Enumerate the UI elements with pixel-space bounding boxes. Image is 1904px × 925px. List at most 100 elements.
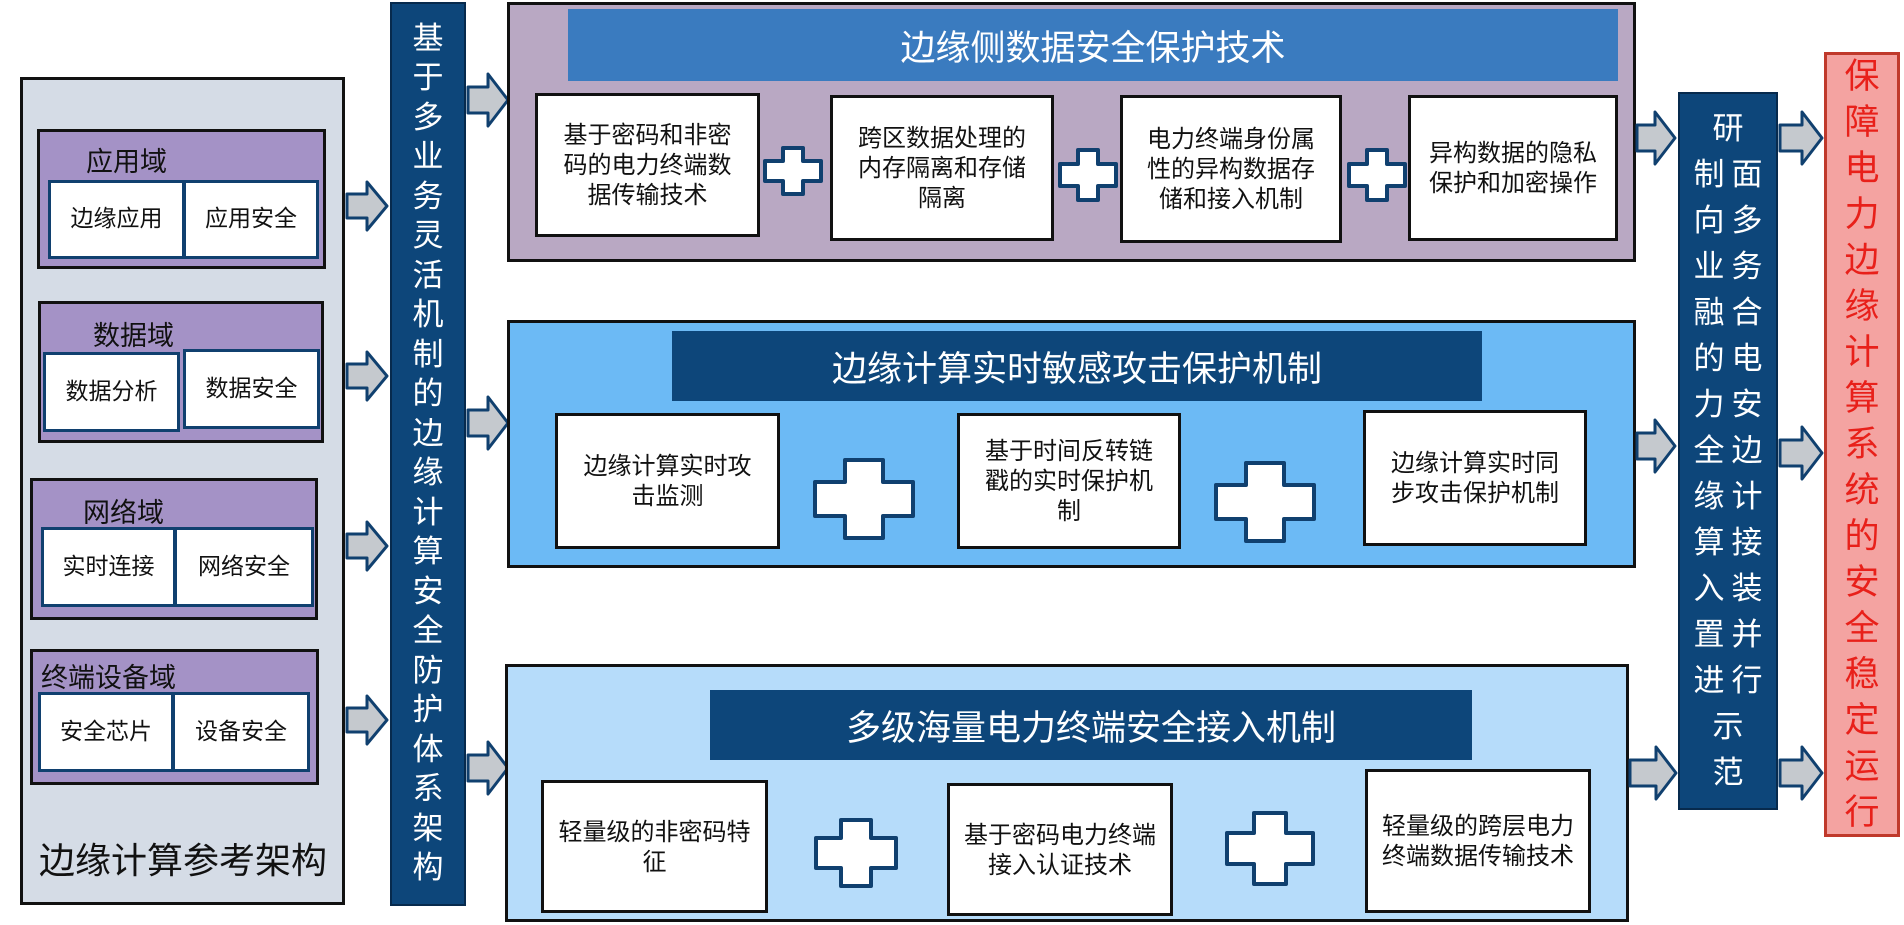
section-title: 多级海量电力终端安全接入机制 bbox=[710, 690, 1472, 760]
domain-item: 边缘应用 bbox=[48, 180, 185, 259]
column-char: 系 bbox=[412, 771, 444, 807]
section-item: 基于时间反转链戳的实时保护机制 bbox=[957, 413, 1181, 549]
column-char: 架 bbox=[412, 810, 444, 847]
domain-title: 终端设备域 bbox=[41, 663, 176, 694]
plus-icon bbox=[763, 146, 823, 196]
column-char: 算 bbox=[1844, 378, 1880, 419]
arrow-right-icon bbox=[466, 72, 510, 128]
arrow-right-icon bbox=[1635, 418, 1677, 474]
edge-reference-architecture-panel: 应用域 边缘应用 应用安全 数据域 数据分析 数据安全 网络域 实时连接 网络安… bbox=[20, 77, 345, 905]
column-char: 体 bbox=[412, 731, 444, 768]
column-char: 制 bbox=[412, 336, 444, 373]
arrow-right-icon bbox=[345, 180, 389, 232]
column-char: 业 bbox=[1693, 249, 1725, 285]
column-char: 护 bbox=[412, 692, 444, 728]
column-char: 全 bbox=[1844, 608, 1880, 649]
column-char: 防 bbox=[412, 652, 444, 689]
column-char: 范 bbox=[1712, 755, 1744, 791]
domain-network: 网络域 实时连接 网络安全 bbox=[30, 478, 318, 620]
column-char: 进 bbox=[1693, 663, 1725, 699]
column-char: 缘 bbox=[412, 455, 444, 491]
column-char: 基 bbox=[412, 20, 444, 57]
architecture-label: 边缘计算参考架构 bbox=[38, 841, 327, 882]
column-char: 向 bbox=[1693, 203, 1725, 239]
column-char: 力 bbox=[1844, 194, 1880, 235]
column-char: 边 bbox=[1731, 433, 1763, 469]
column-char: 多 bbox=[412, 99, 444, 136]
plus-icon bbox=[813, 458, 915, 540]
column-char: 安 bbox=[412, 573, 444, 610]
arrow-right-icon bbox=[1628, 745, 1678, 801]
column-char: 边 bbox=[412, 415, 444, 452]
arrow-right-icon bbox=[1778, 745, 1824, 801]
section-item: 电力终端身份属性的异构数据存储和接入机制 bbox=[1120, 95, 1342, 243]
plus-icon bbox=[1225, 811, 1315, 886]
column-char: 行 bbox=[1844, 792, 1880, 833]
column-char: 构 bbox=[412, 850, 444, 886]
section-title: 边缘计算实时敏感攻击保护机制 bbox=[672, 331, 1482, 401]
plus-icon bbox=[1058, 148, 1118, 202]
section-terminal-access: 多级海量电力终端安全接入机制 轻量级的非密码特征 基于密码电力终端接入认证技术 … bbox=[505, 664, 1629, 922]
column-char: 置 bbox=[1693, 617, 1725, 653]
column-char: 活 bbox=[412, 257, 444, 294]
column-char: 全 bbox=[1693, 433, 1725, 469]
section-item: 边缘计算实时同步攻击保护机制 bbox=[1363, 410, 1587, 546]
column-char: 务 bbox=[1731, 249, 1763, 285]
column-char: 系 bbox=[1844, 424, 1880, 465]
domain-item: 安全芯片 bbox=[38, 692, 174, 772]
column-char: 务 bbox=[412, 178, 444, 215]
column-char: 的 bbox=[1844, 516, 1880, 557]
column-char: 计 bbox=[1731, 479, 1763, 515]
column-char: 力 bbox=[1693, 387, 1725, 423]
column-char: 运 bbox=[1844, 746, 1880, 787]
column-char: 业 bbox=[412, 139, 444, 175]
arrow-right-icon bbox=[1778, 110, 1824, 166]
column-char: 合 bbox=[1731, 295, 1763, 331]
section-item: 基于密码和非密码的电力终端数据传输技术 bbox=[535, 93, 760, 237]
section-item: 轻量级的非密码特征 bbox=[541, 780, 768, 913]
column-char: 灵 bbox=[412, 218, 444, 254]
column-char: 示 bbox=[1712, 709, 1744, 745]
column-char: 的 bbox=[1693, 341, 1725, 377]
domain-item: 网络安全 bbox=[174, 527, 314, 607]
framework-column-text: 基于多业务灵活机制的边缘计算安全防护体系架构 bbox=[413, 20, 444, 889]
column-char: 计 bbox=[1844, 332, 1880, 373]
column-char: 安 bbox=[1731, 387, 1763, 423]
column-char: 制 bbox=[1693, 157, 1725, 193]
goal-column: 保障电力边缘计算系统的安全稳定运行 bbox=[1824, 52, 1900, 837]
column-char: 机 bbox=[412, 297, 444, 333]
column-char: 缘 bbox=[1844, 286, 1880, 327]
column-char: 安 bbox=[1844, 562, 1880, 603]
column-char: 并 bbox=[1731, 617, 1763, 653]
section-item: 异构数据的隐私保护和加密操作 bbox=[1408, 95, 1618, 241]
arrow-right-icon bbox=[345, 694, 389, 746]
column-char: 算 bbox=[1693, 525, 1725, 561]
column-char: 的 bbox=[412, 376, 444, 412]
domain-title: 数据域 bbox=[93, 321, 174, 352]
column-char: 入 bbox=[1693, 571, 1725, 607]
column-char: 行 bbox=[1731, 663, 1763, 699]
column-char: 面 bbox=[1731, 157, 1763, 193]
section-item: 轻量级的跨层电力终端数据传输技术 bbox=[1365, 769, 1591, 913]
device-column: 研制面向多业务融合的电力安全边缘计算接入装置并进行示范 bbox=[1678, 92, 1778, 810]
domain-item: 数据安全 bbox=[183, 349, 320, 429]
domain-title: 应用域 bbox=[86, 147, 167, 178]
column-char: 融 bbox=[1693, 295, 1725, 331]
column-char: 保 bbox=[1844, 56, 1880, 97]
column-char: 于 bbox=[412, 60, 444, 96]
section-title: 边缘侧数据安全保护技术 bbox=[568, 9, 1618, 81]
goal-column-text: 保障电力边缘计算系统的安全稳定运行 bbox=[1844, 54, 1879, 836]
domain-title: 网络域 bbox=[83, 498, 164, 529]
section-realtime-attack-protection: 边缘计算实时敏感攻击保护机制 边缘计算实时攻击监测 基于时间反转链戳的实时保护机… bbox=[507, 320, 1636, 568]
arrow-right-icon bbox=[345, 520, 389, 572]
column-char: 接 bbox=[1731, 525, 1763, 561]
arrow-right-icon bbox=[466, 395, 510, 451]
column-char: 研 bbox=[1712, 111, 1744, 147]
arrow-right-icon bbox=[466, 740, 510, 796]
arrow-right-icon bbox=[345, 350, 389, 402]
column-char: 算 bbox=[412, 534, 444, 570]
section-edge-data-security: 边缘侧数据安全保护技术 基于密码和非密码的电力终端数据传输技术 跨区数据处理的内… bbox=[507, 2, 1636, 262]
column-char: 定 bbox=[1844, 700, 1880, 741]
plus-icon bbox=[1214, 461, 1316, 543]
arrow-right-icon bbox=[1778, 425, 1824, 481]
